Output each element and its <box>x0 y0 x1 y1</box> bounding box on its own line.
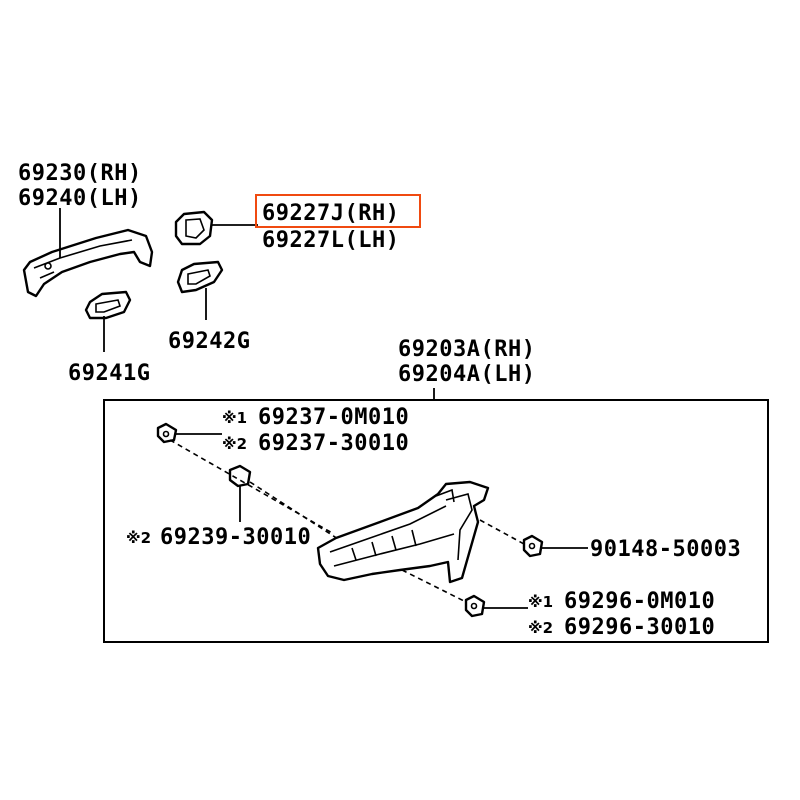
lock-cylinder-drawing[interactable] <box>174 210 214 246</box>
label-69227j-rh[interactable]: 69227J(RH) <box>262 201 399 226</box>
label-69240-lh[interactable]: 69240(LH) <box>18 186 142 211</box>
clip-1-mark: ※1 <box>222 409 247 427</box>
label-69242g[interactable]: 69242G <box>168 329 250 354</box>
pad-69242g-drawing[interactable] <box>176 260 224 294</box>
label-90148-50003[interactable]: 90148-50003 <box>590 537 741 562</box>
screw-alignment-dashes <box>393 565 467 603</box>
label-69296-30010[interactable]: 69296-30010 <box>564 615 715 640</box>
grommet-alignment-dashes <box>249 481 353 549</box>
label-69239-30010[interactable]: 69239-30010 <box>160 525 311 550</box>
bolt-alignment-dashes <box>479 519 525 545</box>
highlight-box <box>255 194 421 228</box>
clip-2-mark: ※2 <box>222 435 247 453</box>
label-69296-0m010[interactable]: 69296-0M010 <box>564 589 715 614</box>
grommet-drawing[interactable] <box>228 464 252 488</box>
frame-bracket-drawing[interactable] <box>316 480 490 584</box>
label-69227l-lh[interactable]: 69227L(LH) <box>262 228 399 253</box>
label-69237-30010[interactable]: 69237-30010 <box>258 431 409 456</box>
pad-69241g-drawing[interactable] <box>84 290 132 320</box>
screw-1-mark: ※1 <box>528 593 553 611</box>
label-69230-rh[interactable]: 69230(RH) <box>18 161 142 186</box>
screw-drawing[interactable] <box>464 594 486 618</box>
screw-2-mark: ※2 <box>528 619 553 637</box>
clip-drawing[interactable] <box>156 422 178 444</box>
frame-assembly-box <box>103 399 769 643</box>
label-69241g[interactable]: 69241G <box>68 361 150 386</box>
label-69203a-rh[interactable]: 69203A(RH) <box>398 337 535 362</box>
label-69237-0m010[interactable]: 69237-0M010 <box>258 405 409 430</box>
label-69204a-lh[interactable]: 69204A(LH) <box>398 362 535 387</box>
grommet-mark: ※2 <box>126 529 151 547</box>
bolt-drawing[interactable] <box>522 534 544 558</box>
outside-handle-drawing[interactable] <box>22 228 154 298</box>
